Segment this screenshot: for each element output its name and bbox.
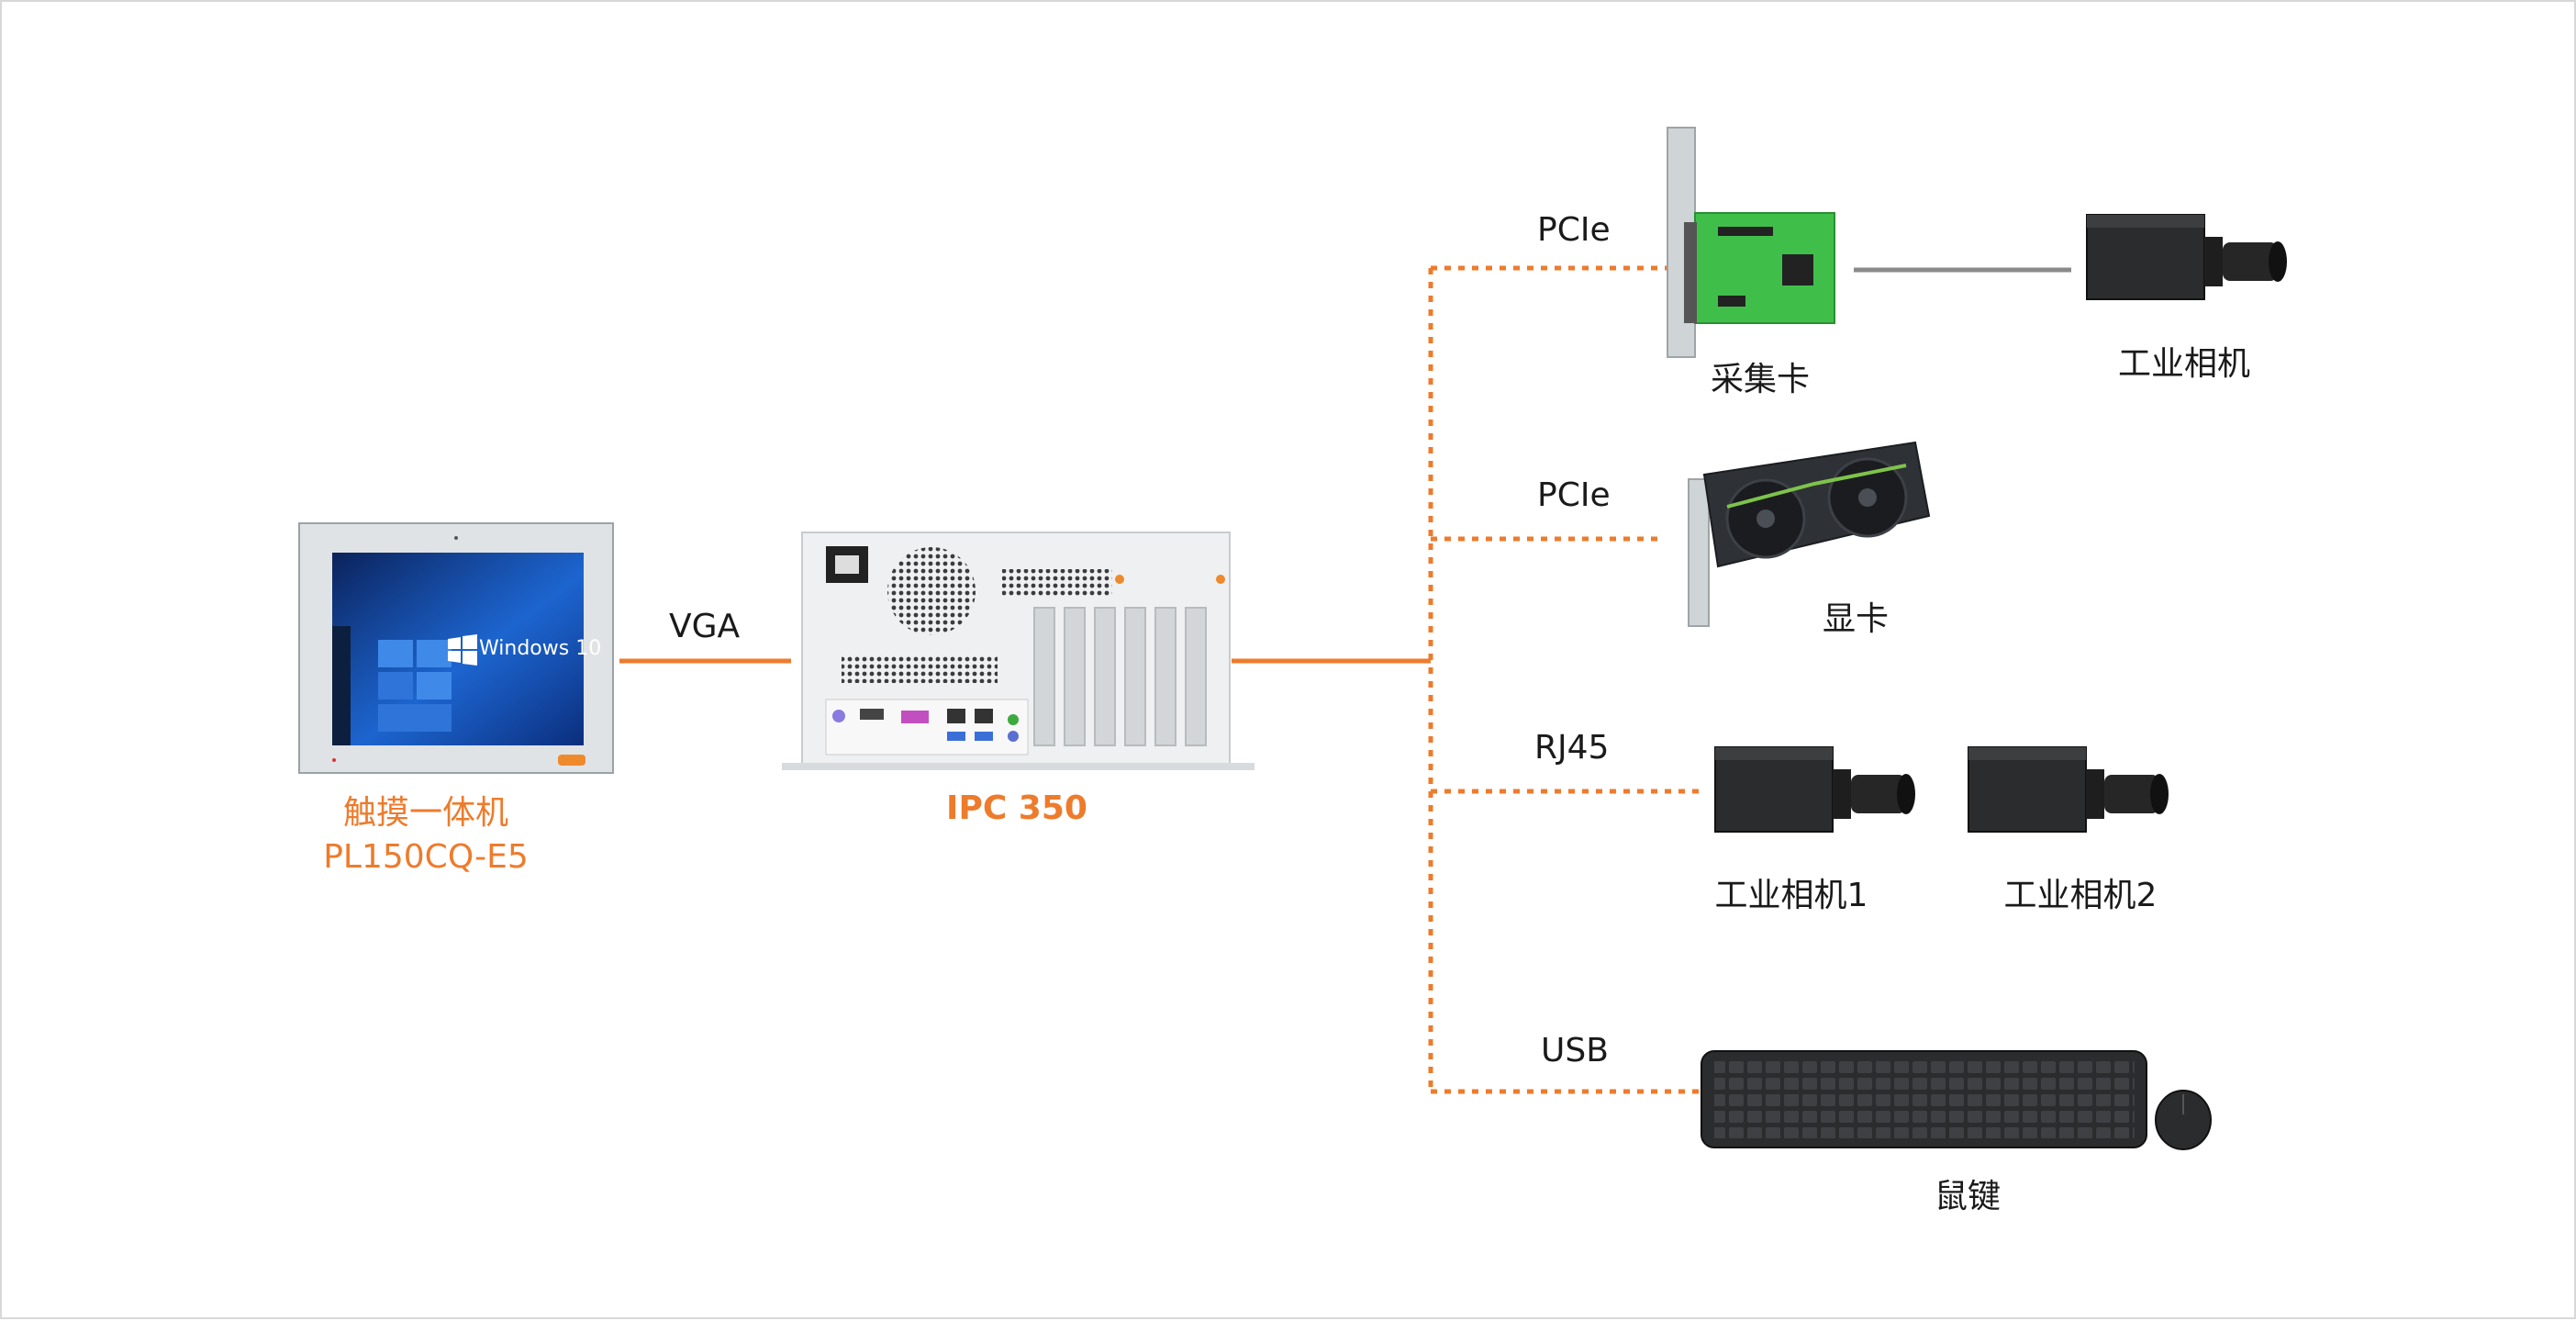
camera-2-label: 工业相机2 xyxy=(2003,877,2158,914)
link-label-rj45: RJ45 xyxy=(1534,729,1610,767)
panel-pc-label: 触摸一体机 PL150CQ-E5 xyxy=(323,791,529,879)
keyboard-mouse-image xyxy=(1701,1050,2212,1150)
camera-1-label: 工业相机1 xyxy=(1714,877,1868,914)
industrial-camera-label: 工业相机 xyxy=(2117,345,2251,383)
keyboard-mouse-label: 鼠键 xyxy=(1934,1178,2002,1215)
capture-card-label: 采集卡 xyxy=(1710,361,1811,398)
connectors xyxy=(619,265,2071,1094)
capture-card-image xyxy=(1667,127,1835,358)
link-label-vga: VGA xyxy=(669,608,741,645)
panel-pc-name: 触摸一体机 xyxy=(342,794,508,832)
panel-pc-model: PL150CQ-E5 xyxy=(323,838,529,876)
ipc-chassis-image xyxy=(782,532,1255,770)
camera-1-image xyxy=(1714,746,1915,833)
ipc-label: IPC 350 xyxy=(946,789,1087,827)
windows-logo-icon xyxy=(448,634,477,666)
camera-2-image xyxy=(1968,746,2169,833)
windows-screen-text: Windows 10 xyxy=(479,637,602,660)
graphics-card-label: 显卡 xyxy=(1822,600,1890,638)
link-label-pcie-2: PCIe xyxy=(1537,476,1611,514)
panel-pc-image xyxy=(298,522,614,774)
graphics-card-image xyxy=(1688,441,1931,627)
industrial-camera-image xyxy=(2086,214,2287,300)
link-label-pcie-1: PCIe xyxy=(1537,211,1611,249)
link-label-usb: USB xyxy=(1541,1032,1609,1069)
